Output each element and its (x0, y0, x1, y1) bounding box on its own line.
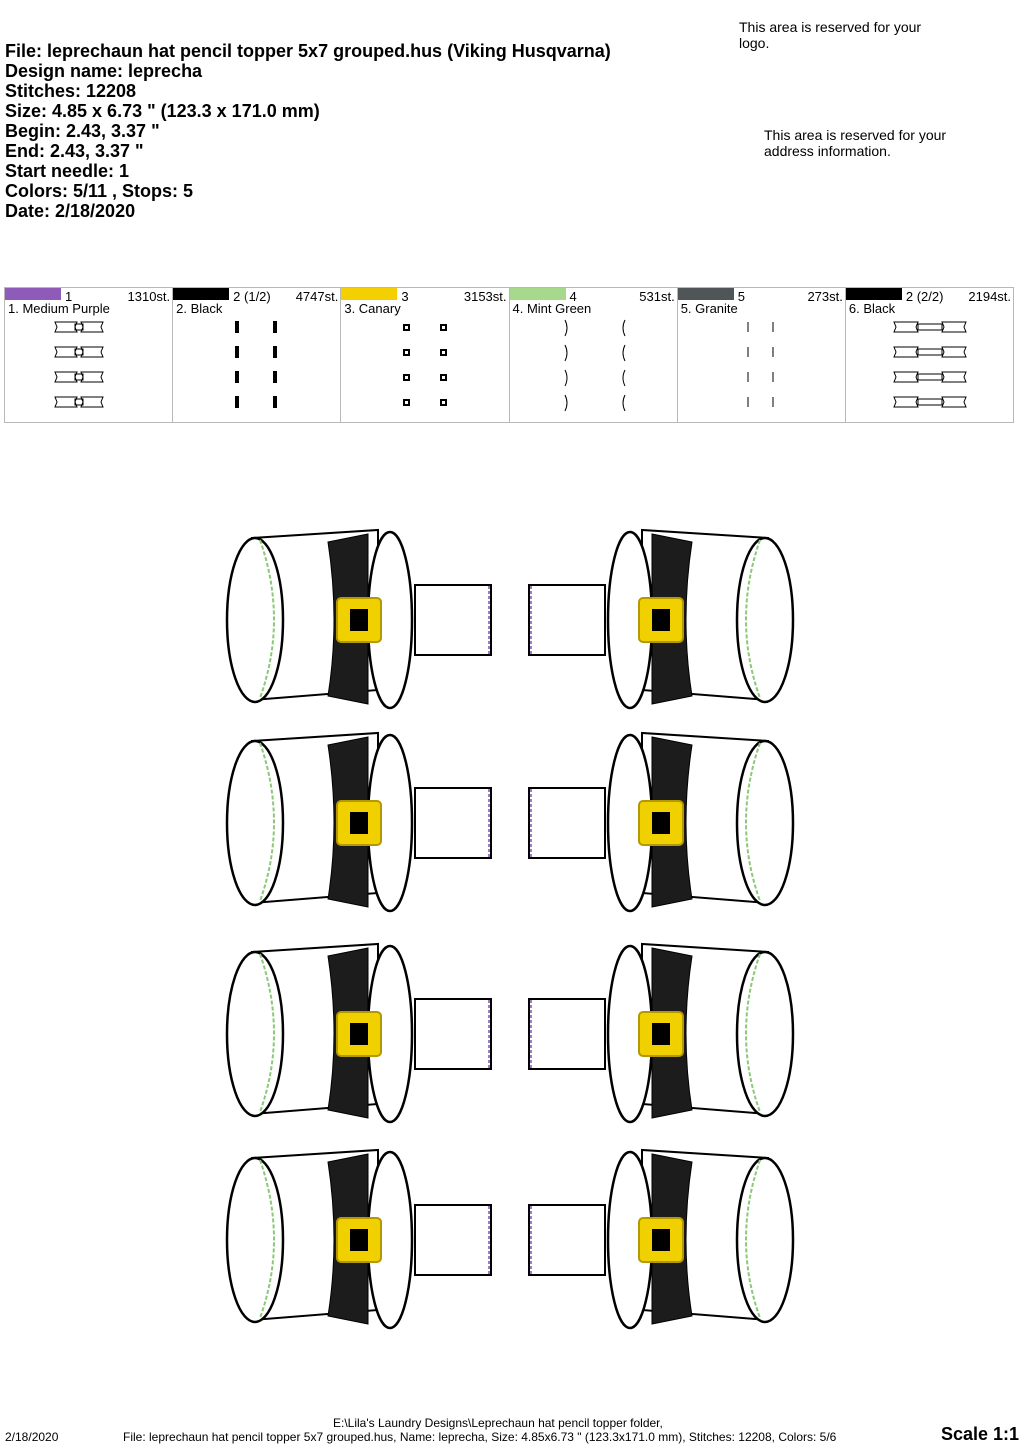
info-size: Size: 4.85 x 6.73 " (123.3 x 171.0 mm) (5, 101, 320, 121)
color-index: 3 (401, 289, 409, 304)
color-cell: 2 (2/2) 2194st. 6. Black (845, 288, 1013, 422)
footer-path: E:\Lila's Laundry Designs\Leprechaun hat… (333, 1416, 663, 1430)
color-swatch (5, 288, 61, 300)
color-stitches: 3153st. (463, 289, 507, 304)
color-name: 6. Black (848, 301, 896, 316)
color-name: 3. Canary (344, 301, 401, 316)
color-stitches: 531st. (639, 289, 675, 304)
hat-4-right (527, 1148, 795, 1330)
color-swatch (509, 288, 566, 300)
design-preview (225, 528, 795, 1330)
color-swatch (845, 288, 902, 300)
color-stitches: 1310st. (127, 289, 171, 304)
color-stitches: 4747st. (295, 289, 339, 304)
color-thumbnail (893, 321, 967, 408)
color-cell: 3 3153st. 3. Canary (341, 288, 510, 422)
info-design-name: Design name: leprecha (5, 61, 203, 81)
color-swatch (341, 288, 398, 300)
color-cell: 2 (1/2) 4747st. 2. Black (173, 288, 342, 422)
scale-label: Scale 1:1 (940, 1424, 1019, 1444)
color-name: 4. Mint Green (512, 301, 592, 316)
color-cell: 5 273st. 5. Granite (677, 288, 846, 422)
hat-2-left (225, 731, 493, 913)
hat-1-right (527, 528, 795, 710)
hat-1-left (225, 528, 493, 710)
color-index: 2 (1/2) (233, 289, 271, 304)
hat-3-left (225, 942, 493, 1124)
color-stitches: 2194st. (968, 289, 1012, 304)
color-index: 5 (737, 289, 745, 304)
address-reserved-note: This area is reserved for your address i… (764, 127, 947, 159)
info-date: Date: 2/18/2020 (5, 201, 136, 221)
design-info: File: leprechaun hat pencil topper 5x7 g… (5, 41, 611, 221)
color-thumbnail (747, 322, 774, 407)
color-cell: 1 1310st. 1. Medium Purple (5, 288, 174, 422)
color-thumbnail (403, 324, 448, 406)
color-name: 5. Granite (680, 301, 738, 316)
color-index: 2 (2/2) (905, 289, 944, 304)
color-index: 1 (65, 289, 73, 304)
info-end: End: 2.43, 3.37 " (5, 141, 144, 161)
color-name: 2. Black (176, 301, 223, 316)
hat-3-right (527, 942, 795, 1124)
info-start-needle: Start needle: 1 (5, 161, 130, 181)
color-thumbnail (235, 321, 278, 408)
hat-4-left (225, 1148, 493, 1330)
color-name: 1. Medium Purple (8, 301, 110, 316)
info-file: File: leprechaun hat pencil topper 5x7 g… (5, 41, 611, 61)
color-legend: 1 1310st. 1. Medium Purple 2 (1/2) 4747s… (4, 287, 1014, 423)
color-cell: 4 531st. 4. Mint Green (509, 288, 678, 422)
color-swatch (677, 288, 734, 300)
color-index: 4 (569, 289, 577, 304)
color-stitches: 273st. (807, 289, 843, 304)
color-thumbnail (54, 321, 104, 408)
info-stitches: Stitches: 12208 (5, 81, 137, 101)
logo-reserved-note: This area is reserved for your logo. (739, 19, 922, 51)
hat-2-right (527, 731, 795, 913)
info-colors: Colors: 5/11 , Stops: 5 (5, 181, 194, 201)
color-thumbnail (564, 319, 625, 412)
info-begin: Begin: 2.43, 3.37 " (5, 121, 160, 141)
footer-date: 2/18/2020 (5, 1430, 59, 1444)
footer-details: File: leprechaun hat pencil topper 5x7 g… (123, 1430, 837, 1444)
color-swatch (173, 288, 230, 300)
